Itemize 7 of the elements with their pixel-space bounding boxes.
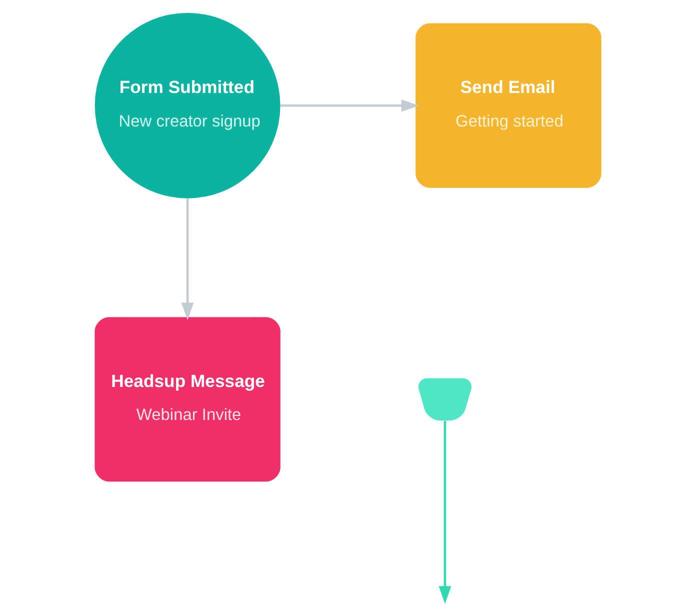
arrow	[181, 198, 194, 320]
arrow	[438, 420, 452, 604]
node-circle: Form Submitted New creator signup	[94, 12, 280, 198]
node-box: Headsup Message Webinar Invite	[94, 317, 280, 482]
node-box: Send Email Getting started	[416, 23, 602, 188]
arrow	[280, 99, 419, 112]
node-wedge	[418, 378, 472, 421]
